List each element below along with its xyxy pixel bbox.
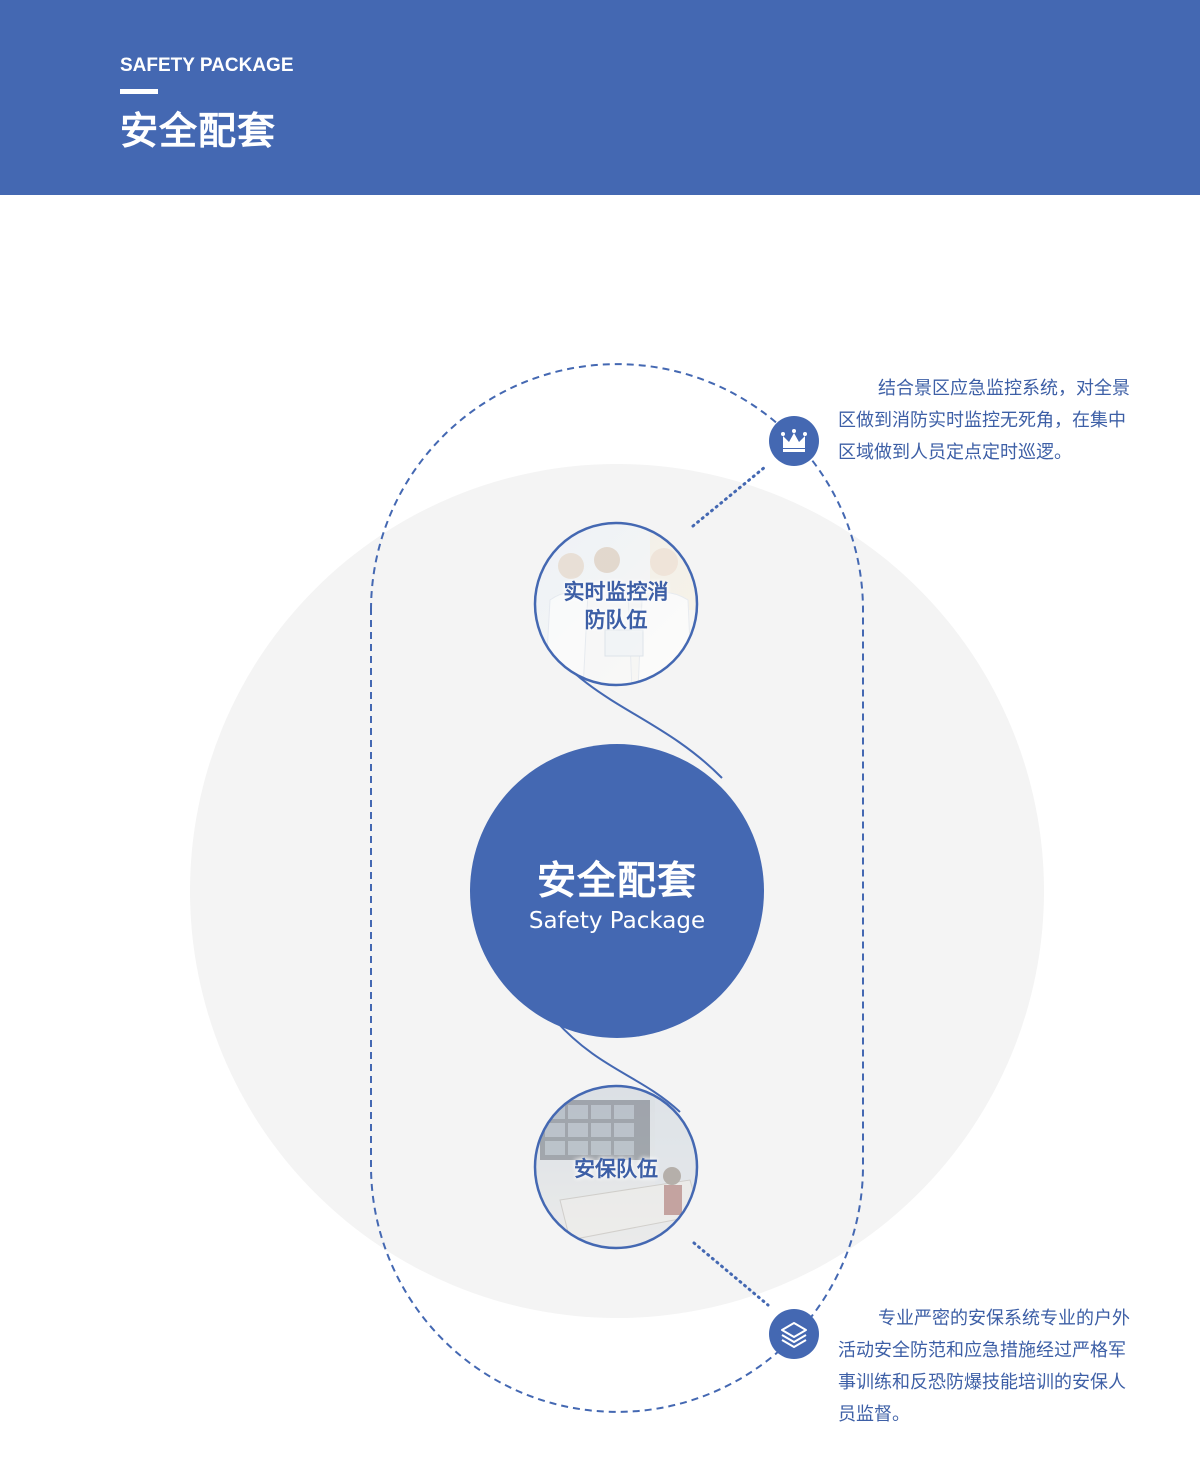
dotted-connector-top [691, 465, 767, 528]
page-header: SAFETY PACKAGE 安全配套 [0, 0, 1200, 195]
page-title: 安全配套 [120, 109, 277, 153]
center-title: 安全配套 [536, 859, 697, 904]
dotted-connector-bottom [692, 1241, 770, 1307]
connector-curve-bottom [554, 1019, 681, 1113]
header-subtitle: SAFETY PACKAGE [120, 55, 294, 76]
description-monitoring: 结合景区应急监控系统，对全景区做到消防实时监控无死角，在集中区域做到人员定点定时… [838, 378, 1130, 463]
node-label-security-line1: 安保队伍 [574, 1157, 658, 1181]
crown-icon [769, 416, 819, 466]
node-label-monitoring: 实时监控消 防队伍 [536, 578, 696, 634]
node-label-monitoring-line1: 实时监控消 [563, 580, 669, 604]
security-photo-bottom [533, 1084, 699, 1250]
layers-icon [769, 1309, 819, 1359]
header-accent-bar [120, 89, 158, 94]
team-photo-top [533, 521, 699, 687]
center-subtitle: Safety Package [528, 908, 706, 934]
dashed-outline [370, 363, 864, 1413]
node-label-monitoring-line2: 防队伍 [584, 608, 648, 632]
description-security: 专业严密的安保系统专业的户外活动安全防范和应急措施经过严格军事训练和反恐防爆技能… [838, 1308, 1130, 1425]
node-label-security: 安保队伍 [536, 1155, 696, 1183]
center-circle [470, 744, 764, 1038]
